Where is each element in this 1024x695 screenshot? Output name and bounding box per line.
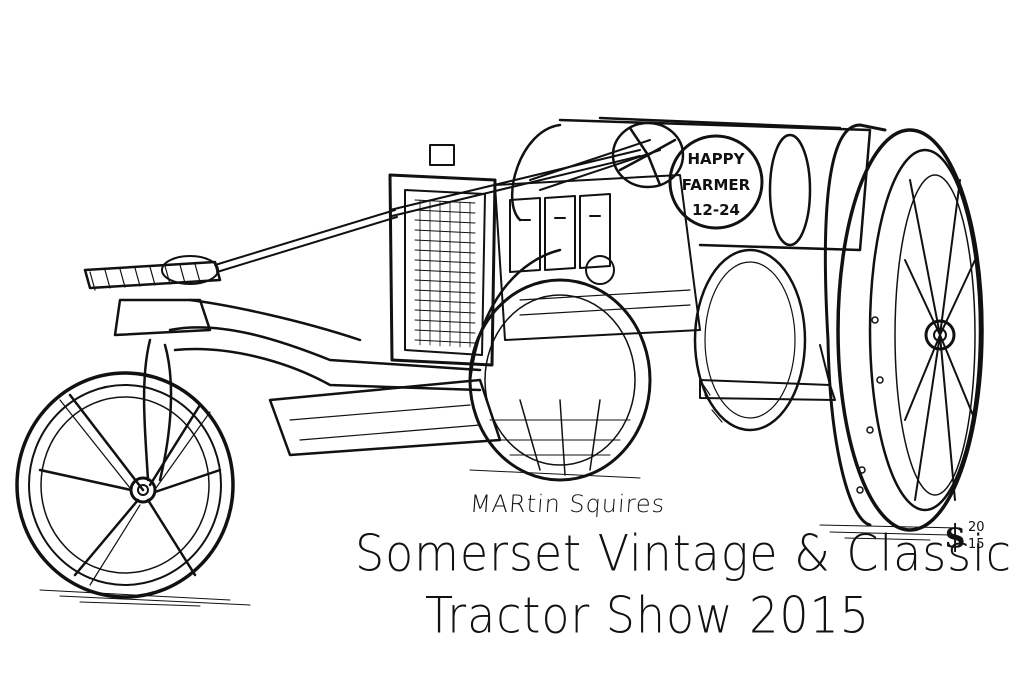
title-line-2: Tractor Show 2015 <box>425 585 870 645</box>
front-fork <box>83 255 222 482</box>
signature-monogram-icon: $ <box>944 517 967 555</box>
radiator <box>388 144 497 367</box>
happy-farmer-badge <box>668 134 764 230</box>
badge-line-model: 12-24 <box>692 201 740 219</box>
signature-year-bottom: 15 <box>968 537 985 552</box>
fuel-tank <box>510 116 872 252</box>
artist-name: MARtin Squires <box>469 490 667 518</box>
badge-line-happy: HAPPY <box>687 150 745 168</box>
chassis-frame <box>168 298 502 457</box>
flywheel <box>693 248 807 432</box>
steering-wheel <box>611 121 685 189</box>
ground-shadow <box>39 469 961 607</box>
badge-line-farmer: FARMER <box>681 176 751 194</box>
engine-block <box>494 139 701 341</box>
left-rear-wheel <box>468 248 652 482</box>
signature-year-top: 20 <box>968 520 985 535</box>
title-line-1: Somerset Vintage & Classic <box>355 523 1012 583</box>
front-wheel <box>15 371 235 599</box>
drawbar <box>699 344 836 401</box>
right-rear-wheel <box>823 123 984 532</box>
